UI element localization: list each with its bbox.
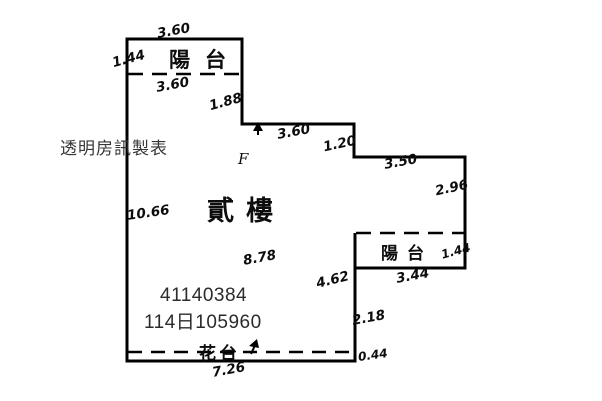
dimension-arrow-icon <box>253 122 263 135</box>
serial-number-2: 114日105960 <box>144 312 262 333</box>
f-mark-label: F <box>238 150 249 168</box>
floor-title: 貳樓 <box>207 196 285 227</box>
serial-number-1: 41140384 <box>160 285 248 306</box>
dimension-arrow-icon <box>249 339 259 355</box>
publisher-credit: 透明房訊製表 <box>60 139 168 158</box>
balcony-right-label: 陽台 <box>381 244 433 264</box>
flower-bed-label: 花台 <box>199 344 241 364</box>
balcony-top-label: 陽台 <box>169 48 241 72</box>
building-outline <box>125 37 467 363</box>
